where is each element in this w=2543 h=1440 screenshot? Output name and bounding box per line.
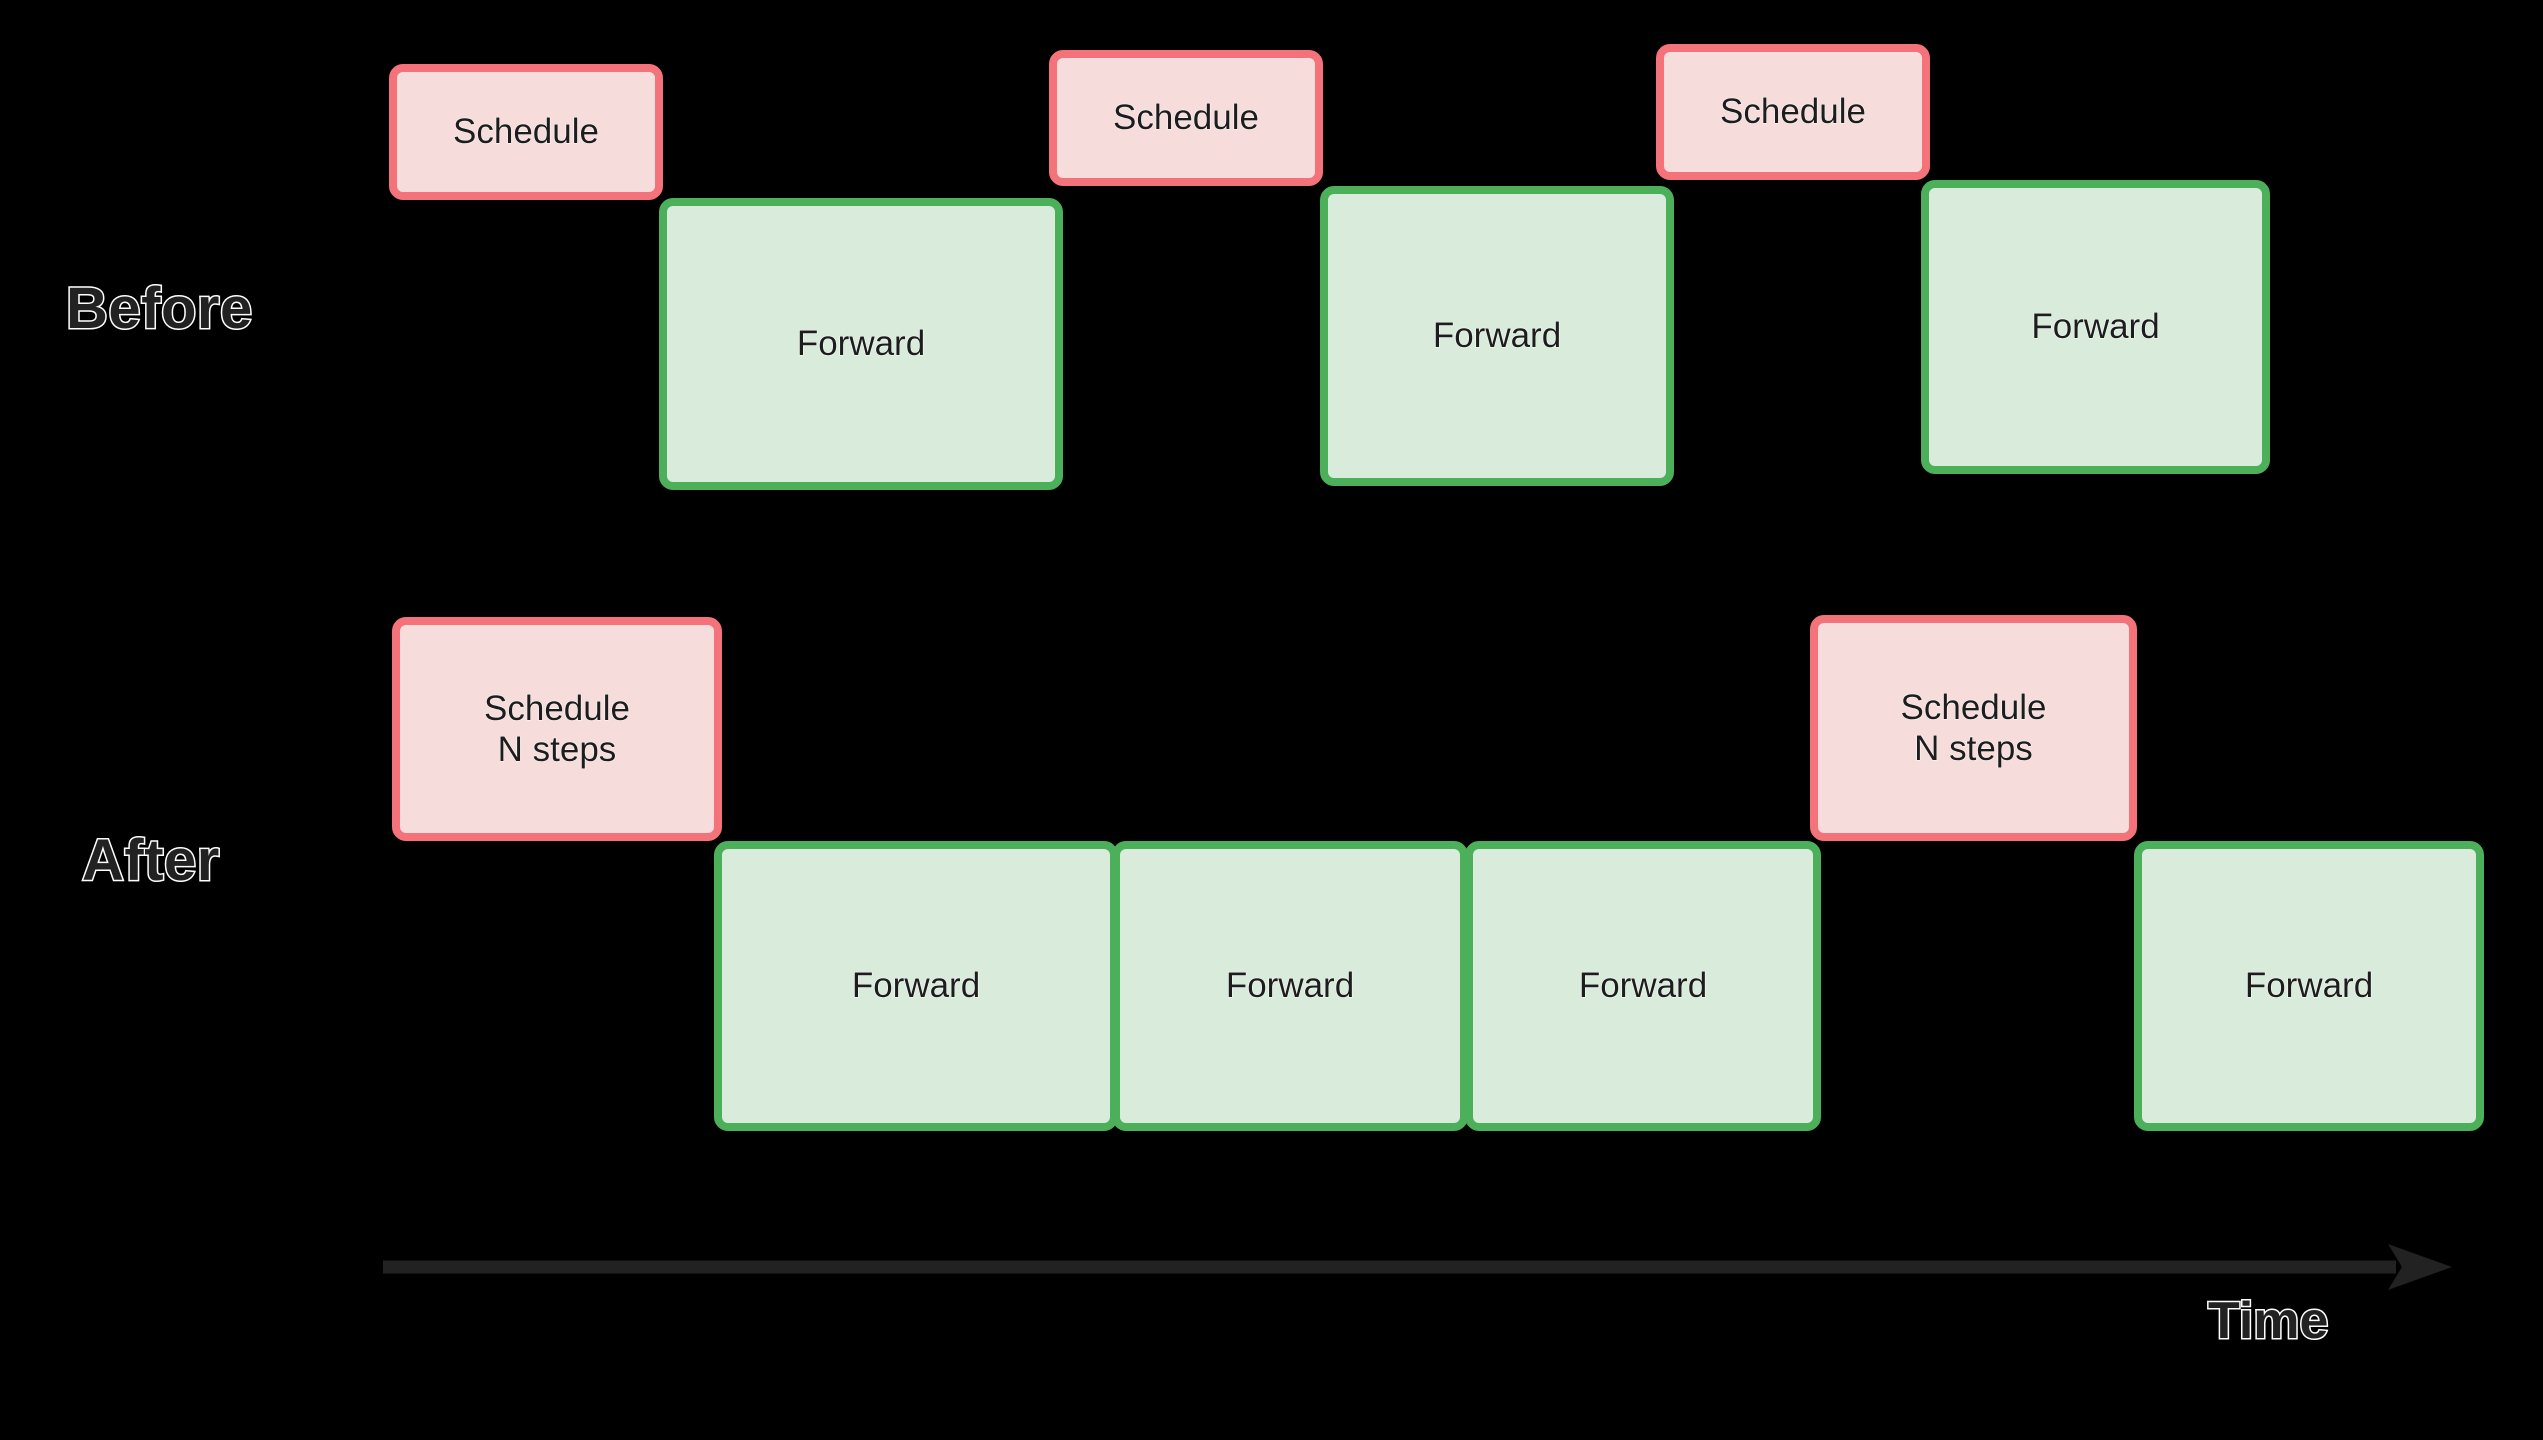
after-forward-block-2: Forward [1112,841,1468,1131]
before-forward-block-3: Forward [1921,180,2270,474]
after-forward-block-3: Forward [1465,841,1821,1131]
before-forward-block-1: Forward [659,198,1063,490]
after-schedule-block-1: Schedule N steps [392,617,722,841]
after-schedule-block-2: Schedule N steps [1810,615,2137,841]
after-forward-block-1: Forward [714,841,1118,1131]
time-axis-label: Time [2206,1292,2329,1350]
row-label-after: After [81,828,221,893]
before-schedule-block-2: Schedule [1049,50,1323,186]
time-axis-arrow [383,1244,2452,1290]
after-forward-block-4: Forward [2134,841,2484,1131]
row-label-before: Before [65,276,254,341]
before-schedule-block-3: Schedule [1656,44,1930,180]
before-forward-block-2: Forward [1320,186,1674,486]
before-schedule-block-1: Schedule [389,64,663,200]
arrow-right-icon [2388,1244,2452,1290]
